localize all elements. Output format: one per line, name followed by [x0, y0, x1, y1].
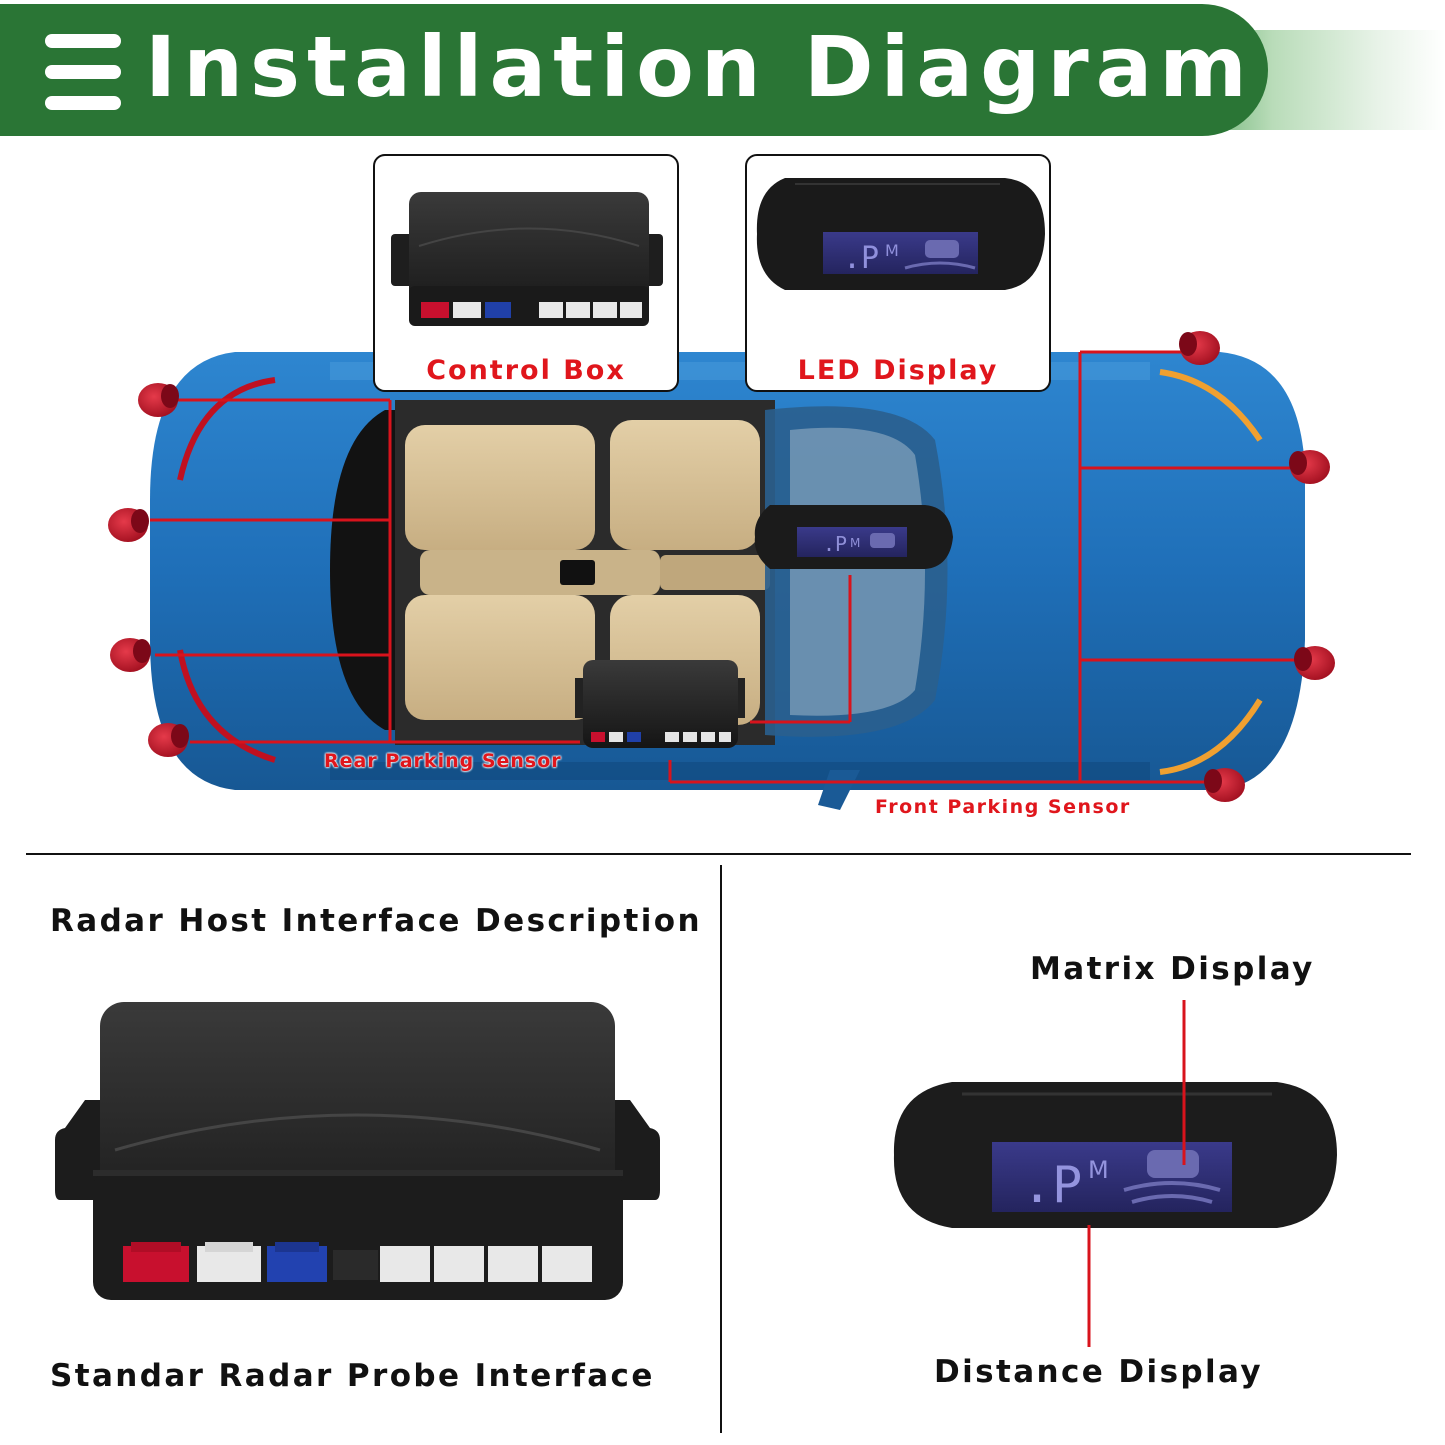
rear-seat-bottom: [405, 595, 595, 720]
front-seat-top: [610, 420, 760, 550]
control-box-icon: [389, 186, 669, 336]
led-display-small: .P M: [755, 505, 953, 569]
control-box-callout: Control Box: [373, 154, 679, 392]
sensor-icon: [1204, 768, 1245, 802]
svg-text:M: M: [850, 536, 860, 550]
lcd-digits: .P: [1022, 1156, 1082, 1214]
lcd-mode: M: [1088, 1156, 1109, 1184]
svg-text:.P: .P: [843, 241, 879, 276]
horizontal-divider: [26, 853, 1411, 855]
control-box-small: [575, 660, 745, 748]
rear-parking-sensor-label: Rear Parking Sensor: [324, 750, 562, 772]
control-box-label: Control Box: [375, 355, 677, 386]
led-display-label: LED Display: [747, 355, 1049, 386]
distance-pointer-line: [1085, 1225, 1095, 1350]
radar-host-box-image: [55, 1000, 665, 1305]
radar-host-title: Radar Host Interface Description: [50, 903, 702, 939]
rear-seat-top: [405, 425, 595, 550]
front-parking-sensor-label: Front Parking Sensor: [875, 796, 1131, 818]
sensor-icon: [108, 508, 149, 542]
led-display-callout: .P M LED Display: [745, 154, 1051, 392]
sensor-icon: [110, 638, 151, 672]
led-display-large-image: .P M: [892, 1080, 1337, 1230]
car-top-view: .P M: [0, 0, 1445, 860]
vertical-divider: [720, 865, 722, 1433]
svg-text:M: M: [885, 241, 899, 260]
matrix-pointer-line: [1180, 1000, 1190, 1170]
led-display-icon: .P M: [755, 176, 1045, 296]
svg-text:.P: .P: [823, 532, 847, 556]
matrix-display-label: Matrix Display: [1030, 951, 1315, 987]
distance-display-label: Distance Display: [934, 1354, 1263, 1390]
probe-interface-label: Standar Radar Probe Interface: [50, 1358, 655, 1394]
